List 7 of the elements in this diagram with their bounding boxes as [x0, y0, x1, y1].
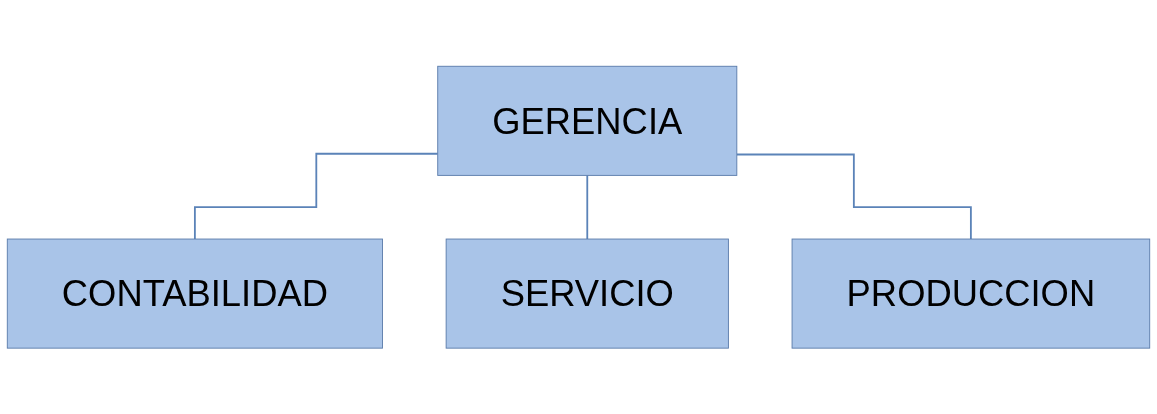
node-box: CONTABILIDAD	[6, 238, 383, 349]
connector	[586, 174, 589, 240]
node-box: SERVICIO	[445, 238, 729, 349]
node-box: GERENCIA	[437, 65, 738, 176]
connector	[735, 153, 972, 240]
node-box: PRODUCCION	[791, 238, 1151, 349]
connector	[194, 152, 439, 240]
